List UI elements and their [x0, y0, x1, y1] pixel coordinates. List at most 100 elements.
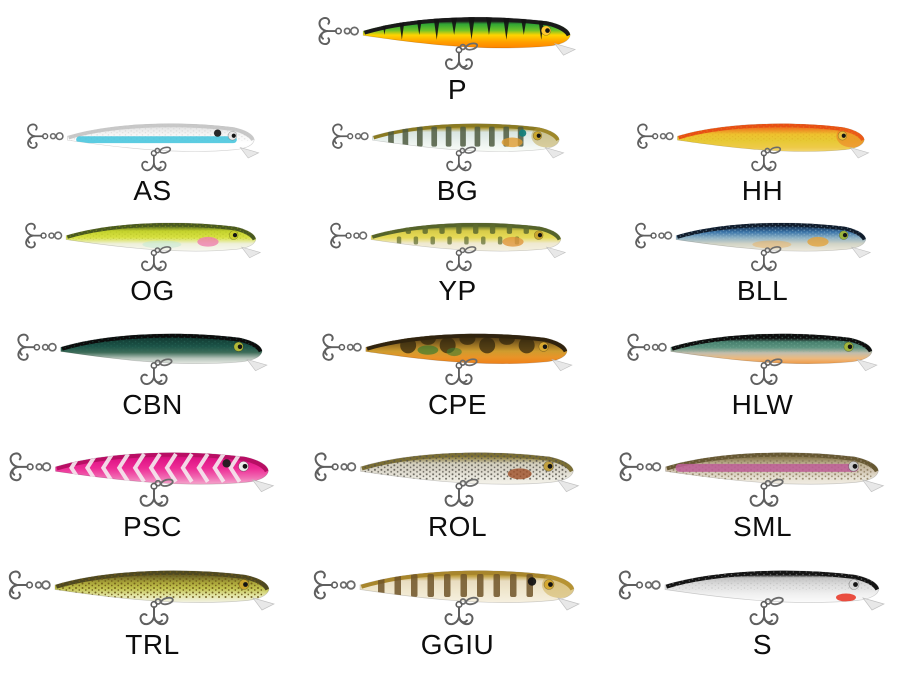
lure-eye — [847, 461, 859, 472]
lure-cell-OG: OG — [0, 205, 305, 305]
lure-eye — [843, 341, 854, 352]
belly-treble-hook-icon — [445, 249, 472, 272]
tail-split-rings — [34, 580, 51, 590]
lure-image-OG — [24, 222, 261, 272]
lure-lip — [553, 43, 576, 56]
lure-cell-CBN: CBN — [0, 305, 305, 419]
lure-lip — [251, 479, 274, 493]
lure-cell-TRL: TRL — [0, 541, 305, 700]
lure-eye — [227, 131, 237, 141]
lure-image-S — [618, 570, 885, 626]
tail-split-rings — [339, 462, 356, 472]
lure-cell-S: S — [610, 541, 915, 700]
lure-lip — [850, 246, 871, 259]
tail-treble-hook-icon — [619, 452, 644, 482]
belly-treble-hook-icon — [749, 362, 778, 385]
empty-cell — [610, 0, 915, 104]
lure-lip — [556, 479, 579, 493]
lure-image-AS — [26, 123, 259, 172]
empty-cell — [0, 0, 305, 104]
lure-cell-YP: YP — [305, 205, 610, 305]
tail-split-rings — [346, 342, 362, 352]
belly-treble-hook-icon — [750, 150, 777, 172]
lure-label-PSC: PSC — [122, 510, 183, 542]
lure-label-P: P — [447, 73, 468, 105]
lure-image-PSC — [9, 452, 274, 507]
tail-treble-hook-icon — [318, 16, 342, 46]
lure-label-CBN: CBN — [122, 388, 183, 420]
lure-image-BLL — [634, 222, 871, 272]
tail-treble-hook-icon — [314, 452, 339, 482]
belly-treble-hook-icon — [444, 46, 473, 70]
tail-split-rings — [352, 231, 367, 240]
lure-eye — [533, 230, 543, 240]
lure-eye — [542, 461, 554, 472]
lure-label-HLW: HLW — [731, 388, 794, 420]
lure-label-AS: AS — [133, 174, 172, 206]
lure-cell-BG: BG — [305, 104, 610, 205]
belly-treble-hook-icon — [138, 600, 169, 626]
lure-lip — [545, 246, 566, 259]
belly-treble-hook-icon — [750, 249, 777, 272]
lure-image-TRL — [8, 570, 275, 626]
lure-eye — [532, 131, 542, 141]
lure-label-TRL: TRL — [125, 629, 180, 660]
lure-image-CBN — [16, 333, 268, 385]
lure-eye — [848, 579, 859, 590]
tail-split-rings — [47, 231, 62, 240]
tail-treble-hook-icon — [329, 222, 352, 249]
lure-lip — [544, 146, 564, 159]
lure-eye — [540, 25, 551, 36]
lure-eye — [233, 341, 244, 352]
lure-eye — [228, 230, 238, 240]
tail-split-rings — [343, 26, 359, 36]
lure-image-P — [318, 16, 576, 70]
tail-split-rings — [644, 462, 661, 472]
lure-label-HH: HH — [741, 174, 784, 206]
lure-image-GGIU — [313, 570, 580, 626]
lure-cell-SML: SML — [610, 419, 915, 541]
lure-cell-GGIU: GGIU — [305, 541, 610, 700]
tail-split-rings — [651, 342, 667, 352]
belly-treble-hook-icon — [445, 150, 472, 172]
belly-treble-hook-icon — [140, 150, 167, 172]
lure-lip — [245, 358, 268, 372]
lure-cell-AS: AS — [0, 104, 305, 205]
belly-treble-hook-icon — [444, 362, 473, 385]
lure-lip — [849, 146, 869, 159]
tail-treble-hook-icon — [321, 333, 345, 361]
lure-cell-HLW: HLW — [610, 305, 915, 419]
lure-image-HLW — [626, 333, 878, 385]
lure-lip — [861, 597, 885, 611]
belly-treble-hook-icon — [444, 482, 473, 507]
lure-lip — [239, 146, 259, 159]
belly-treble-hook-icon — [443, 600, 474, 626]
tail-split-rings — [657, 231, 672, 240]
lure-label-ROL: ROL — [427, 510, 488, 542]
tail-split-rings — [49, 132, 64, 141]
tail-treble-hook-icon — [634, 222, 657, 249]
tail-split-rings — [41, 342, 57, 352]
lure-eye — [538, 341, 549, 352]
tail-treble-hook-icon — [24, 222, 47, 249]
tail-treble-hook-icon — [626, 333, 650, 361]
lure-lip — [556, 597, 580, 611]
tail-treble-hook-icon — [313, 570, 338, 600]
lure-image-BG — [331, 123, 564, 172]
lure-eye — [838, 230, 848, 240]
lure-label-SML: SML — [732, 510, 793, 542]
belly-treble-hook-icon — [139, 482, 168, 507]
lure-cell-ROL: ROL — [305, 419, 610, 541]
tail-treble-hook-icon — [8, 570, 33, 600]
tail-split-rings — [339, 580, 356, 590]
lure-cell-BLL: BLL — [610, 205, 915, 305]
lure-lip — [855, 358, 878, 372]
lure-lip — [861, 479, 884, 493]
lure-label-CPE: CPE — [427, 388, 488, 420]
lure-eye — [837, 131, 847, 141]
belly-treble-hook-icon — [749, 482, 778, 507]
lure-cell-CPE: CPE — [305, 305, 610, 419]
tail-treble-hook-icon — [331, 123, 353, 149]
lure-lip — [251, 597, 275, 611]
